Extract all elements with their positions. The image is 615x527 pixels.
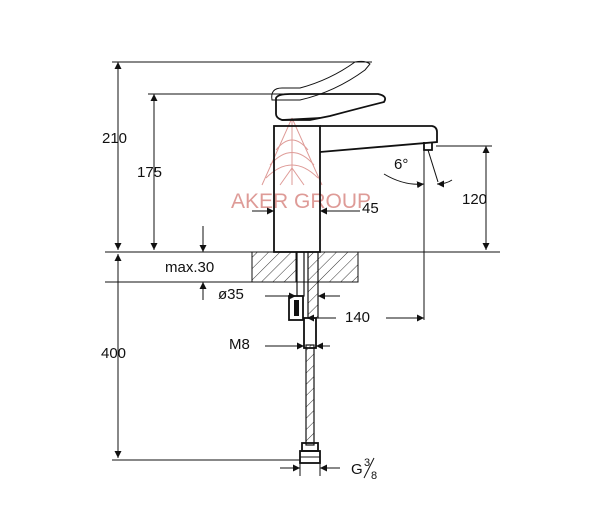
label-hose-length: 400 — [101, 345, 126, 362]
faucet-body — [271, 60, 438, 253]
countertop — [251, 251, 359, 283]
label-connection: G 3 8 — [351, 457, 377, 482]
svg-text:G: G — [351, 461, 363, 478]
label-thread: M8 — [229, 336, 250, 353]
label-total-height: 210 — [102, 130, 127, 147]
label-spout-height: 175 — [137, 164, 162, 181]
label-angle: 6° — [394, 156, 408, 173]
watermark-text: AKER GROUP — [231, 190, 371, 213]
dimension-lines — [105, 61, 500, 476]
dimension-labels: 210 175 max.30 45 120 6° ø35 140 M8 400 … — [101, 130, 487, 482]
label-hole-diameter: ø35 — [218, 286, 244, 303]
label-outlet-height: 120 — [462, 191, 487, 208]
label-body-width: 45 — [362, 200, 379, 217]
label-reach: 140 — [345, 309, 370, 326]
watermark-logo: AKER GROUP — [231, 117, 371, 213]
svg-text:3: 3 — [364, 457, 370, 469]
svg-text:8: 8 — [371, 470, 377, 482]
supply-hose — [288, 251, 321, 464]
label-max-thickness: max.30 — [165, 259, 214, 276]
